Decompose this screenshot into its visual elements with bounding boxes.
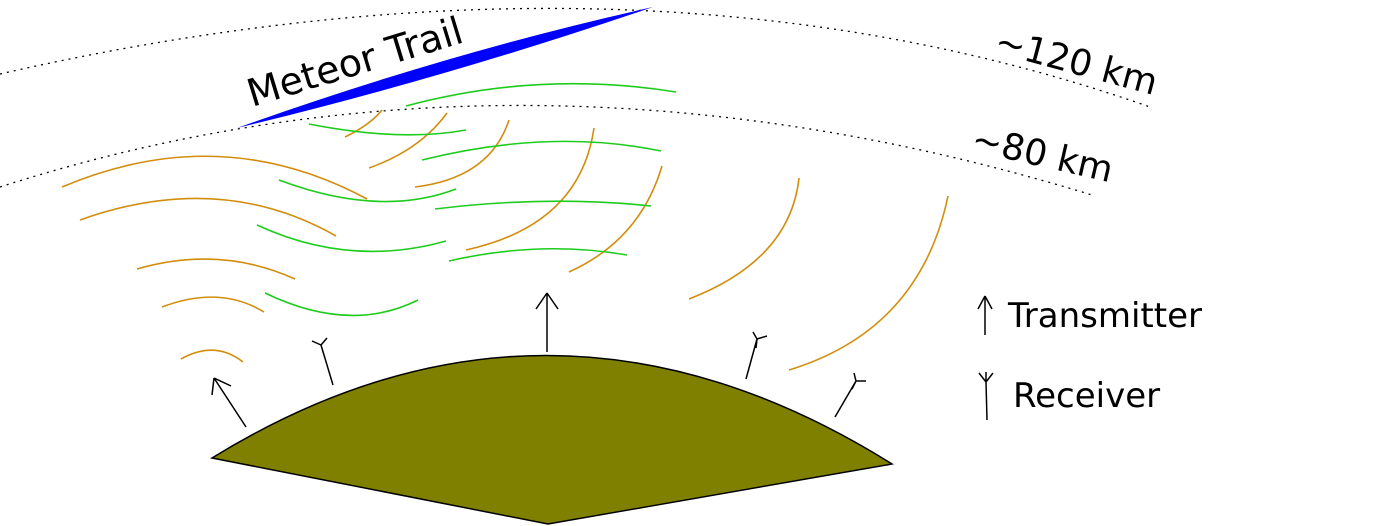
legend-transmitter-label: Transmitter xyxy=(1007,296,1202,336)
receiver-icon xyxy=(311,337,334,386)
wavefront xyxy=(278,179,457,203)
legend-receiver-icon xyxy=(978,372,994,421)
transmitter-icon xyxy=(211,377,247,428)
wavefront xyxy=(180,349,244,363)
earth-ground xyxy=(209,354,895,525)
wavefront xyxy=(368,112,448,169)
meteor-trail xyxy=(237,7,653,128)
wavefront xyxy=(405,82,677,107)
wavefront xyxy=(688,177,800,300)
altitude-line-120km xyxy=(0,7,1151,108)
wavefront xyxy=(136,258,296,280)
wavefront xyxy=(465,127,595,251)
wavefront xyxy=(256,224,447,253)
legend: Transmitter Receiver xyxy=(977,295,1202,421)
wavefront xyxy=(344,109,383,138)
wavefront xyxy=(79,197,337,237)
wavefront xyxy=(308,123,467,136)
altitude-label-120km: ~120 km xyxy=(991,21,1162,104)
legend-receiver-label: Receiver xyxy=(1013,376,1160,416)
wavefront xyxy=(434,200,652,210)
wavefront xyxy=(61,155,368,200)
wavefront xyxy=(414,119,510,188)
wavefront xyxy=(788,195,949,371)
wavefront xyxy=(448,247,628,262)
transmitter-icon xyxy=(535,292,559,352)
green-wavefronts xyxy=(256,82,677,317)
altitude-line-80km xyxy=(0,104,1093,196)
wavefront xyxy=(264,292,419,317)
receiver-icon xyxy=(745,331,768,380)
legend-transmitter-icon xyxy=(977,295,993,335)
wavefront xyxy=(568,165,663,273)
receiver-icon xyxy=(834,372,866,418)
wavefront xyxy=(161,296,265,313)
orange-wavefronts xyxy=(61,109,949,371)
wavefront xyxy=(421,140,662,161)
